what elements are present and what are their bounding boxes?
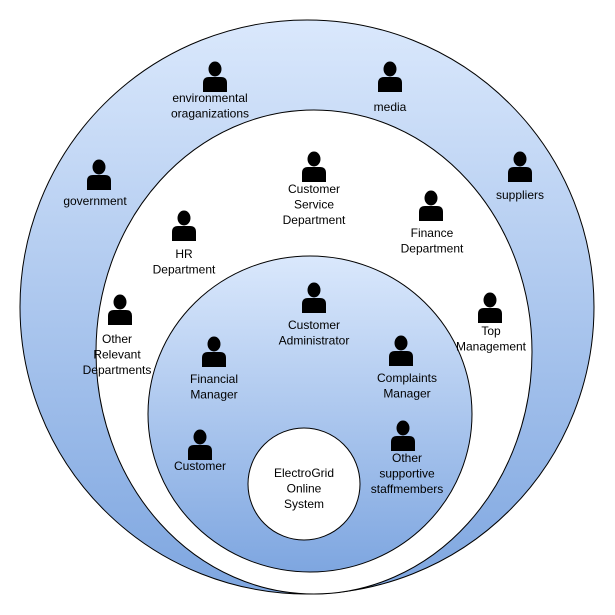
financial-manager-label-line: Manager [190, 388, 237, 402]
financial-manager-label-line: Financial [190, 372, 238, 386]
media-label-line: media [374, 100, 407, 114]
other-supportive-staffmembers-label-line: supportive [379, 467, 435, 481]
environmental-organizations-label-line: environmental [172, 91, 247, 105]
environmental-organizations-label-line: oraganizations [171, 107, 249, 121]
customer-service-department-label-line: Department [283, 213, 346, 227]
suppliers-label: suppliers [496, 188, 544, 202]
other-supportive-staffmembers-label-line: staffmembers [371, 482, 443, 496]
customer-administrator-label-line: Administrator [279, 334, 350, 348]
complaints-manager-label-line: Manager [383, 387, 430, 401]
electrogrid-system-label-line: System [284, 497, 324, 511]
hr-department-label: HR Department [153, 247, 216, 277]
top-management-label-line: Top [481, 324, 501, 338]
hr-department-label-line: HR [175, 247, 193, 261]
financial-manager-person-icon [202, 336, 226, 367]
customer-label: Customer [174, 459, 226, 473]
electrogrid-system-label-line: Online [287, 482, 322, 496]
other-relevant-departments-label-line: Relevant [93, 348, 141, 362]
media-person-icon [378, 61, 402, 92]
finance-department-person-icon [419, 190, 443, 221]
suppliers-person-icon [508, 151, 532, 182]
environmental-organizations-person-icon [203, 61, 227, 92]
hr-department-label-line: Department [153, 263, 216, 277]
other-relevant-departments-label-line: Other [102, 332, 132, 346]
hr-department-person-icon [172, 210, 196, 241]
top-management-label-line: Management [456, 340, 527, 354]
suppliers-label-line: suppliers [496, 188, 544, 202]
customer-administrator-label-line: Customer [288, 318, 340, 332]
customer-administrator-person-icon [302, 282, 326, 313]
customer-label-line: Customer [174, 459, 226, 473]
government-label: government [63, 194, 127, 208]
other-supportive-staffmembers-person-icon [391, 420, 415, 451]
complaints-manager-person-icon [389, 335, 413, 366]
center-core [247, 427, 361, 541]
customer-service-department-person-icon [302, 151, 326, 182]
customer-service-department-label-line: Customer [288, 182, 340, 196]
electrogrid-system-label-line: ElectroGrid [274, 466, 334, 480]
media-label: media [374, 100, 407, 114]
inner-ring [147, 255, 473, 573]
environmental-organizations-label: environmental oraganizations [171, 91, 249, 121]
government-person-icon [87, 159, 111, 190]
government-label-line: government [63, 194, 127, 208]
finance-department-label-line: Department [401, 242, 464, 256]
customer-service-department-label-line: Service [294, 198, 334, 212]
top-management-person-icon [478, 292, 502, 323]
other-relevant-departments-person-icon [108, 294, 132, 325]
complaints-manager-label-line: Complaints [377, 371, 437, 385]
other-supportive-staffmembers-label-line: Other [392, 451, 422, 465]
finance-department-label-line: Finance [411, 226, 454, 240]
other-relevant-departments-label-line: Departments [83, 363, 152, 377]
customer-person-icon [188, 429, 212, 460]
